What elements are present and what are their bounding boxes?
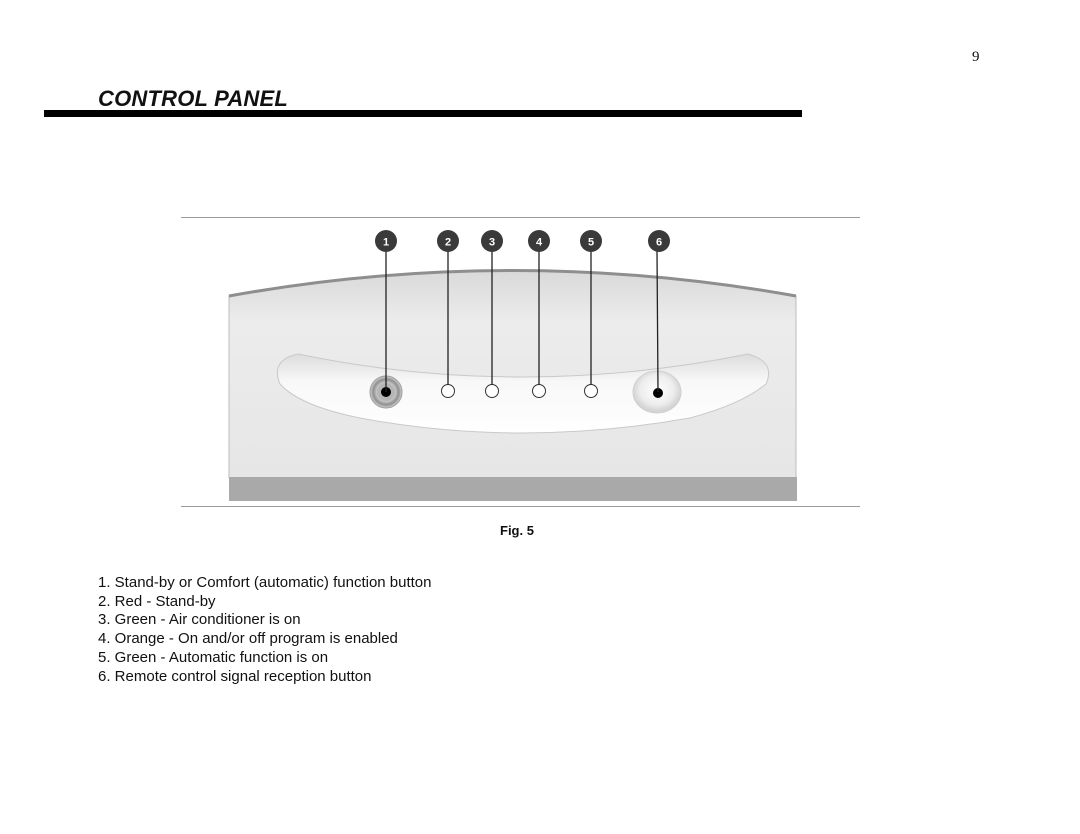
callout-label-6: 6 [656, 237, 662, 249]
remote-receiver-button[interactable] [632, 370, 682, 414]
figure-top-rule [181, 217, 860, 218]
legend-item-6: 6. Remote control signal reception butto… [98, 667, 372, 685]
legend-item-3: 3. Green - Air conditioner is on [98, 611, 301, 629]
legend-item-2: 2. Red - Stand-by [98, 592, 216, 610]
callout-badge-1: 1 [375, 230, 397, 252]
callout-badge-3: 3 [481, 230, 503, 252]
legend-item-4: 4. Orange - On and/or off program is ena… [98, 630, 398, 648]
panel-bottom-band [229, 477, 797, 501]
callout-label-2: 2 [445, 237, 451, 249]
green-automatic-led [584, 384, 598, 398]
callout-label-4: 4 [536, 237, 543, 249]
callout-label-5: 5 [588, 237, 594, 249]
callout-badge-6: 6 [648, 230, 670, 252]
callout-badge-4: 4 [528, 230, 550, 252]
page-number: 9 [972, 49, 980, 65]
callout-badge-5: 5 [580, 230, 602, 252]
callout-badge-2: 2 [437, 230, 459, 252]
callout-label-3: 3 [489, 237, 495, 249]
red-standby-led [441, 384, 455, 398]
legend-item-1: 1. Stand-by or Comfort (automatic) funct… [98, 574, 432, 591]
control-legend: 1. Stand-by or Comfort (automatic) funct… [98, 574, 432, 686]
figure-caption: Fig. 5 [500, 523, 534, 538]
callout-leaders [385, 250, 659, 393]
page-title: CONTROL PANEL [98, 86, 289, 111]
figure-bottom-rule [181, 506, 860, 507]
legend-item-5: 5. Green - Automatic function is on [98, 648, 329, 666]
orange-program-led [532, 384, 546, 398]
panel-top-edge [228, 269, 797, 298]
green-on-led [485, 384, 499, 398]
callout-label-1: 1 [383, 237, 389, 249]
title-underline [44, 110, 802, 117]
